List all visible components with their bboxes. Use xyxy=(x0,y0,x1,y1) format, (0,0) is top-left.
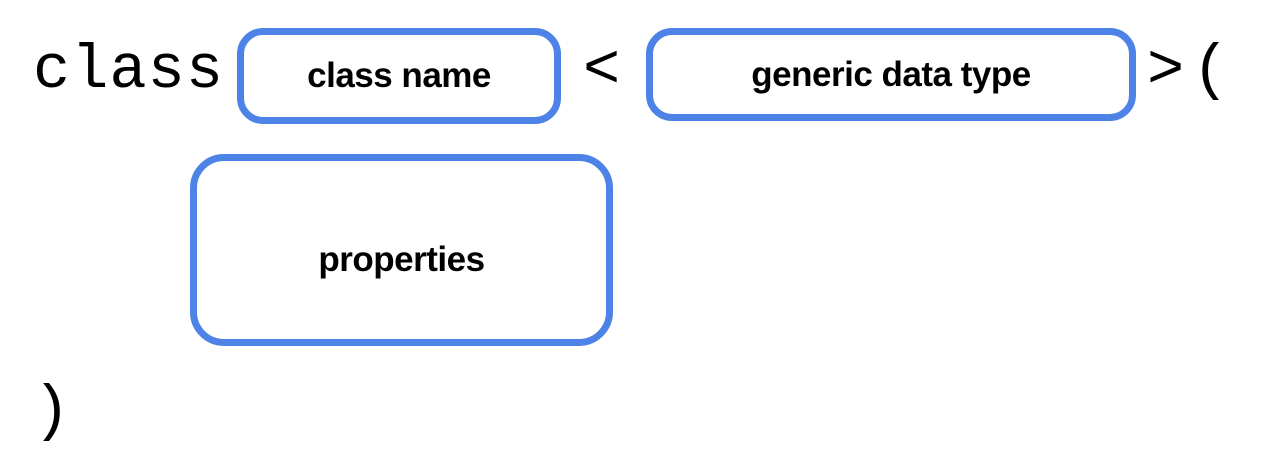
angle-bracket-close-text: > xyxy=(1147,35,1185,106)
placeholder-generic-data-type[interactable]: generic data type xyxy=(646,28,1136,121)
keyword-class-text: class xyxy=(33,35,225,106)
placeholder-generic-data-type-label: generic data type xyxy=(751,54,1031,94)
placeholder-properties-label: properties xyxy=(318,240,485,279)
paren-close-text: ) xyxy=(33,376,71,447)
angle-bracket-open-text: < xyxy=(583,35,621,106)
placeholder-class-name-label: class name xyxy=(307,56,491,95)
paren-open-text: ( xyxy=(1192,35,1230,106)
placeholder-class-name[interactable]: class name xyxy=(237,28,561,124)
placeholder-properties[interactable]: properties xyxy=(190,154,613,346)
